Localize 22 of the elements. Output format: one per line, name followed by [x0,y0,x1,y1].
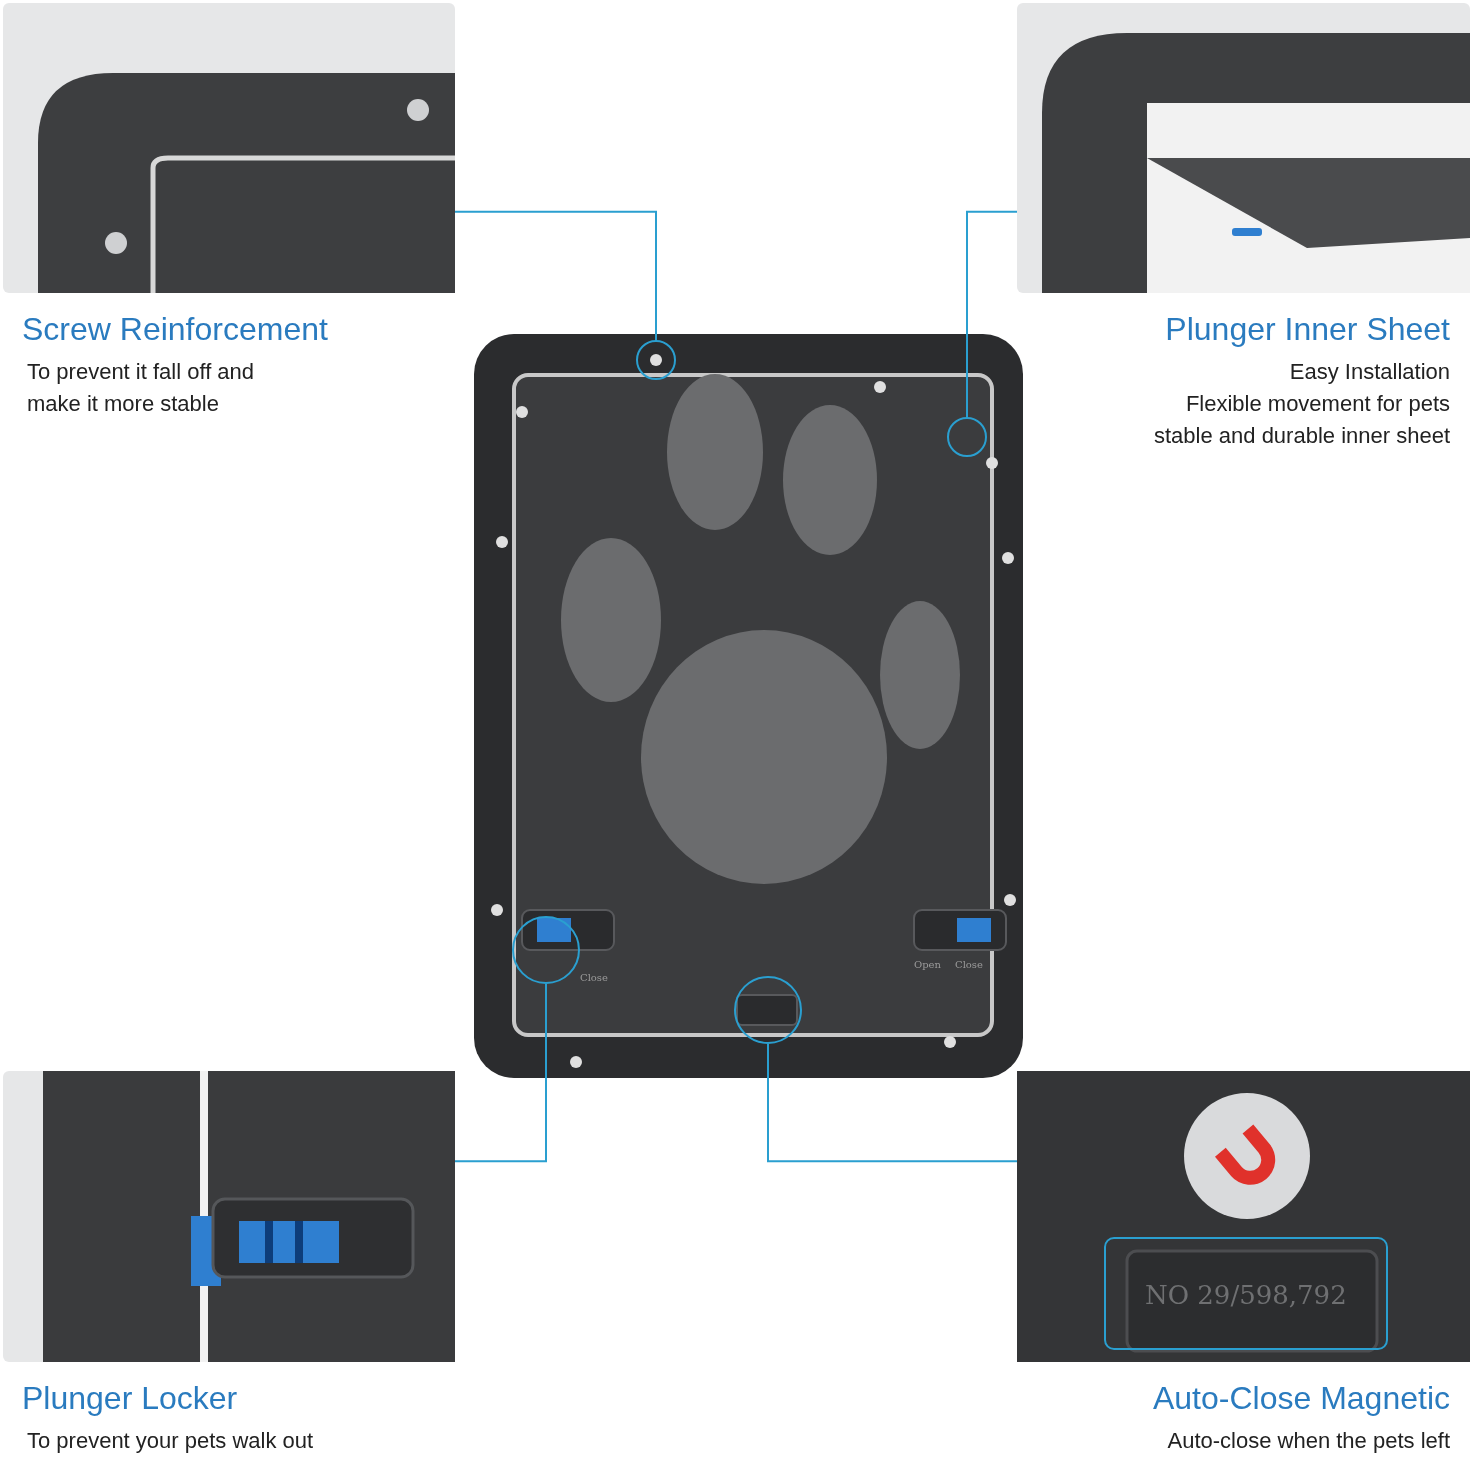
slider-marking: Close [580,972,608,983]
feature-description: Auto-close when the pets left [1166,1427,1450,1455]
feature-description: Flexible movement for pets [1184,390,1450,418]
feature-description: To prevent it fall off and make it more stable [27,358,256,418]
highlight-circle [947,417,987,457]
feature-title: Screw Reinforcement [22,311,328,348]
feature-title: Plunger Locker [22,1380,239,1417]
patent-number: NO 29/598,792 [1145,1280,1347,1310]
feature-description: stable and durable inner sheet [1154,422,1450,450]
highlight-circle [636,340,676,380]
leader-line [454,210,657,341]
feature-description: Easy Installation [1288,358,1450,386]
leader-line [767,1043,1018,1163]
feature-title: Auto-Close Magnetic [1152,1380,1450,1417]
highlight-circle [512,916,580,984]
slider-marking: Close [955,959,983,970]
leader-line [966,210,1018,418]
slider-marking: Open [914,959,941,970]
feature-description: To prevent your pets walk out [27,1427,314,1455]
leader-line [454,983,547,1163]
feature-title: Plunger Inner Sheet [1164,311,1450,348]
highlight-circle [734,976,802,1044]
